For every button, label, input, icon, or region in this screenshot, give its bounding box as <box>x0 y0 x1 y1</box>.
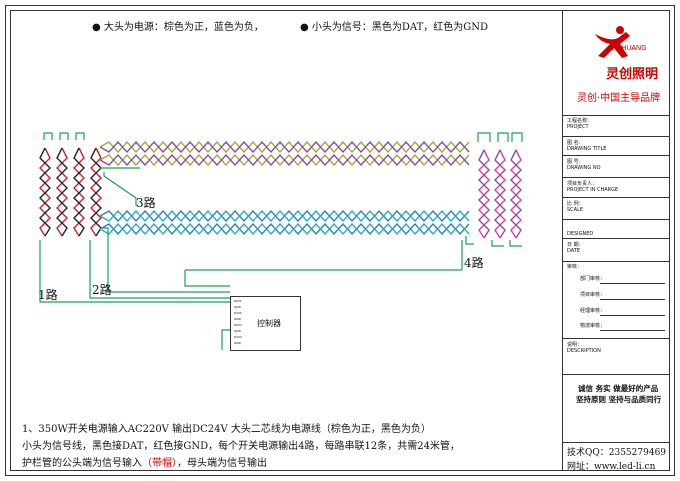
left-connectors <box>43 132 85 140</box>
tb-drawing-no: 图 号：DRAWING NO <box>567 159 601 171</box>
note-line-3: 护栏管的公头端为信号输入（带帽），母头端为信号输出 <box>22 454 267 469</box>
review-line <box>600 283 665 284</box>
note-line-3b: （带帽） <box>142 458 177 469</box>
tb-divider <box>562 238 670 239</box>
note-line-1: 1、350W开关电源输入AC220V 输出DC24V 大头二芯线为电源线（棕色为… <box>22 424 431 435</box>
route-3-label: 3路 <box>136 196 156 210</box>
pin-label: GND <box>234 317 241 321</box>
control-wires <box>39 167 463 350</box>
note-line-3c: ，母头端为信号输出 <box>177 458 267 469</box>
pin-label: GND <box>234 305 241 309</box>
review-manager: 经理审核： <box>580 308 606 314</box>
logo-slogan: 灵创·中国主导品牌 <box>577 93 661 104</box>
pin-label: GND <box>234 341 241 345</box>
tb-label-cn: 说明： <box>567 342 583 348</box>
note-line-2: 小头为信号线，黑色接DAT，红色接GND，每个开关电源输出4路，每路串联12条，… <box>22 441 460 452</box>
legend-power-text: 大头为电源：棕色为正，蓝色为负， <box>103 22 264 33</box>
tb-divider <box>562 338 670 339</box>
right-connectors <box>465 132 523 247</box>
controller-label: 控制器 <box>257 319 281 328</box>
tb-divider <box>562 261 670 262</box>
legend-power: ● 大头为电源：棕色为正，蓝色为负， <box>92 22 264 33</box>
review-dept: 部门审核： <box>580 276 606 282</box>
lower-strips <box>99 209 470 236</box>
review-project: 项目审核： <box>580 292 606 298</box>
tb-label-en: DRAWING TITLE <box>567 146 607 152</box>
review-line <box>600 330 665 331</box>
tb-divider <box>562 155 670 156</box>
review-logistics: 物流审核： <box>580 323 606 329</box>
tb-label-cn: 日 期： <box>567 242 584 248</box>
tb-label-en: DESIGNED <box>567 231 594 237</box>
tb-project: 工程名称：PROJECT <box>567 118 592 130</box>
tb-drawing-title: 图 名：DRAWING TITLE <box>567 140 606 152</box>
tb-divider <box>562 219 670 220</box>
logo-figure-icon <box>595 26 630 58</box>
left-strip-cluster <box>39 147 102 237</box>
tb-divider <box>562 374 670 375</box>
tb-label-cn: 审核： <box>567 264 583 270</box>
tb-label-cn: 工程名称： <box>567 118 593 124</box>
route-2-label: 2路 <box>92 283 112 297</box>
motto-line-2: 坚持原则 坚持与品质同行 <box>576 395 662 404</box>
contact-website: 网址：www.led-li.cn <box>567 462 656 472</box>
tb-label-en: DESCRIPTION <box>567 348 601 354</box>
tb-label-en: DRAWING NO <box>567 165 601 171</box>
route-4-label: 4路 <box>464 256 484 270</box>
tb-label-cn: 图 号： <box>567 159 584 165</box>
tb-label-cn: 图 名： <box>567 140 584 146</box>
tb-project-charge: 项目负责人：PROJECT IN CHARGE <box>567 181 618 193</box>
legend-signal: ● 小头为信号：黑色为DAT，红色为GND <box>300 22 489 33</box>
motto-line-1: 诚信 务实 做最好的产品 <box>578 384 659 393</box>
route-1-label: 1路 <box>38 288 58 302</box>
tb-label-en: PROJECT IN CHARGE <box>567 187 619 193</box>
tb-scale: 比 例：SCALE <box>567 201 584 213</box>
tb-label-cn: 比 例： <box>567 201 584 207</box>
tb-review: 审核： <box>567 264 582 270</box>
right-strip-cluster <box>478 149 522 239</box>
tb-divider <box>562 115 670 116</box>
outer-border <box>5 5 675 476</box>
tb-label-en: PROJECT <box>567 124 589 130</box>
tb-divider <box>562 197 670 198</box>
pin-label: DAT3 <box>234 323 242 327</box>
tb-divider <box>562 136 670 137</box>
contact-qq: 技术QQ：2355279469 <box>567 448 667 458</box>
title-block <box>562 10 670 471</box>
upper-strips <box>99 140 470 167</box>
tb-description: 说明：DESCRIPTION <box>567 342 601 354</box>
tb-label-cn: 项目负责人： <box>567 181 598 187</box>
logo-brand-cn: 灵创照明 <box>606 67 659 82</box>
pin-label: DAT2 <box>234 311 242 315</box>
tb-label-en: DATE <box>567 248 581 254</box>
tb-label-en: SCALE <box>567 207 584 213</box>
pin-label: DAT1 <box>234 299 242 303</box>
pin-label: GND <box>234 329 241 333</box>
review-line <box>600 299 665 300</box>
tb-designed: DESIGNED <box>567 231 593 237</box>
logo-brand-en: L-CHUANG <box>610 45 647 52</box>
drawing-border <box>10 10 670 471</box>
legend-signal-text: 小头为信号：黑色为DAT，红色为GND <box>311 22 489 33</box>
tb-divider <box>562 177 670 178</box>
review-line <box>600 315 665 316</box>
note-line-3a: 护栏管的公头端为信号输入 <box>22 458 142 469</box>
controller-box <box>230 296 301 351</box>
tb-date: 日 期：DATE <box>567 242 584 254</box>
tb-divider <box>562 442 670 443</box>
pin-label: DAT4 <box>234 335 242 339</box>
